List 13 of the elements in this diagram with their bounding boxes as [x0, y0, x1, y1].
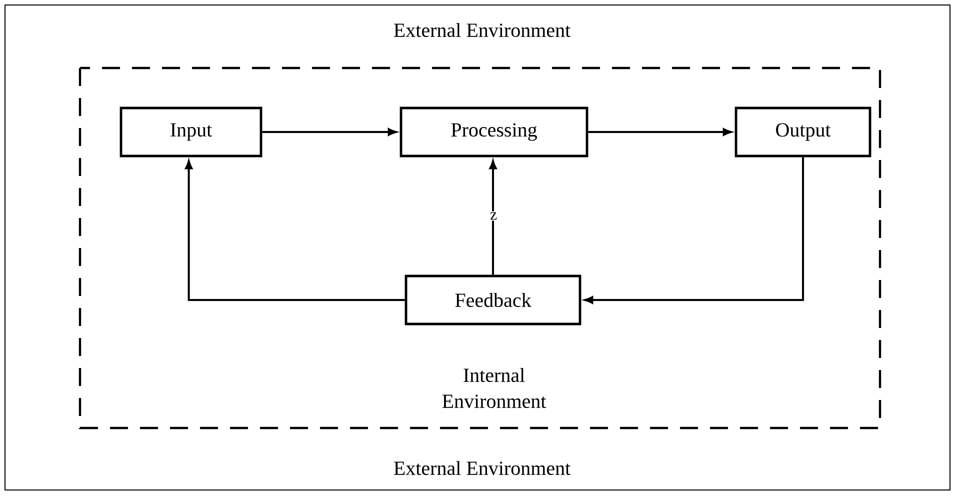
process-box: Input	[120, 106, 262, 158]
environment-label: Internal Environment	[442, 368, 546, 408]
edge-label: z	[490, 212, 497, 220]
process-box: Processing	[400, 106, 588, 158]
arrow	[185, 160, 405, 301]
arrow	[262, 128, 397, 136]
arrow	[489, 160, 497, 275]
process-box: Output	[734, 106, 872, 158]
arrow	[588, 128, 732, 136]
environment-label: External Environment	[394, 460, 570, 476]
process-box: Feedback	[404, 274, 582, 326]
environment-label: External Environment	[394, 22, 570, 38]
arrow	[584, 157, 804, 304]
